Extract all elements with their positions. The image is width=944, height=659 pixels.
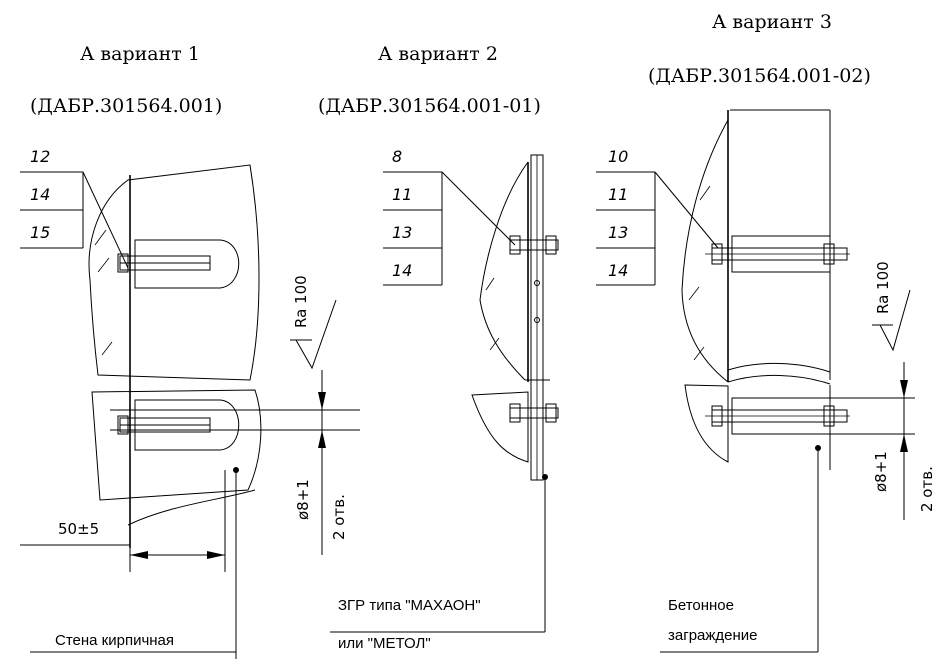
variant1-dim-50: 50±5 <box>58 520 99 538</box>
variant3-hole-dia: ø8+1 <box>872 451 890 492</box>
variant3-callout-1: 10 <box>608 147 628 166</box>
variant2-callout-2: 11 <box>392 185 412 204</box>
variant1-holes-count: 2 отв. <box>330 494 348 540</box>
variant2-callout-4: 14 <box>392 261 412 280</box>
variant3-roughness: Ra 100 <box>874 261 892 314</box>
variant1-drawing: 12 14 15 50±5 С <box>20 147 360 659</box>
variant1-code: (ДАБР.301564.001) <box>30 95 222 117</box>
variant1-roughness: Ra 100 <box>292 275 310 328</box>
variant1-callout-3: 15 <box>30 223 50 242</box>
variant3-concrete-line2: заграждение <box>668 627 758 644</box>
variant2-callout-1: 8 <box>392 147 402 166</box>
variant3-concrete-line1: Бетонное <box>668 597 734 614</box>
variant1-callout-table: 12 14 15 <box>20 147 129 269</box>
variant1-hole-dia: ø8+1 <box>294 479 312 520</box>
variant1-title: А вариант 1 <box>80 43 200 65</box>
variant1-wall-note: Стена кирпичная <box>55 632 174 649</box>
variant2-drawing: 8 11 13 14 ЗГР типа "МАХАОН" или "МЕТОЛ" <box>330 147 559 652</box>
variant3-callout-table: 10 11 13 14 <box>596 147 719 286</box>
variant3-callout-4: 14 <box>608 261 628 280</box>
variant2-anchor-line2: или "МЕТОЛ" <box>338 635 431 652</box>
variant3-callout-3: 13 <box>608 223 628 242</box>
variant2-callout-table: 8 11 13 14 <box>383 147 516 286</box>
variant3-drawing: 10 11 13 14 Бетонное заграждение <box>596 109 936 653</box>
variant2-code: (ДАБР.301564.001-01) <box>318 95 541 117</box>
variant3-title: А вариант 3 <box>712 11 832 33</box>
variant3-code: (ДАБР.301564.001-02) <box>648 65 871 87</box>
variant1-callout-1: 12 <box>30 147 50 166</box>
variant3-callout-2: 11 <box>608 185 628 204</box>
variant2-callout-3: 13 <box>392 223 412 242</box>
variant3-holes-count: 2 отв. <box>918 466 936 512</box>
variant1-callout-2: 14 <box>30 185 50 204</box>
variant2-title: А вариант 2 <box>378 43 498 65</box>
variant2-anchor-line1: ЗГР типа "МАХАОН" <box>338 597 481 614</box>
